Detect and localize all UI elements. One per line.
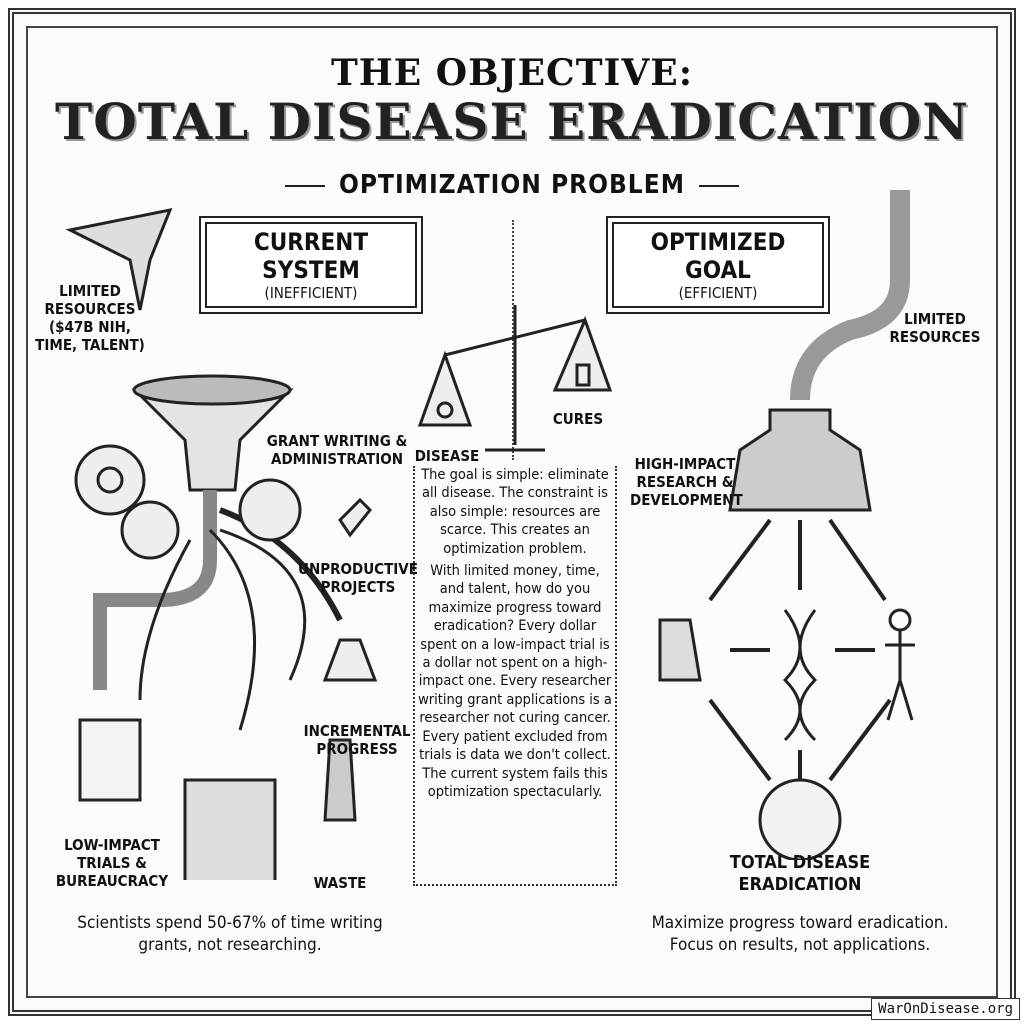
label-high-impact-rd: HIGH-IMPACT RESEARCH & DEVELOPMENT [630,455,743,509]
banner-subtitle: (INEFFICIENT) [264,284,358,302]
label-waste: WASTE [313,874,367,892]
label-low-impact-trials: LOW-IMPACT TRIALS & BUREAUCRACY [55,836,169,890]
explanation-paragraph: The goal is simple: eliminate all diseas… [421,467,609,557]
brand-watermark[interactable]: WarOnDisease.org [871,998,1020,1020]
label-incremental-progress: INCREMENTAL PROGRESS [303,722,411,758]
label-limited-resources: LIMITED RESOURCES ($47B NIH, TIME, TALEN… [35,282,145,354]
label-grant-writing: GRANT WRITING & ADMINISTRATION [266,432,408,468]
current-system-banner: CURRENT SYSTEM (INEFFICIENT) [205,222,417,308]
inefficient-funnel-illustration [65,207,378,880]
ornamental-frame [8,8,1016,1016]
subtitle-text: OPTIMIZATION PROBLEM [339,170,685,200]
explanation-paragraph: With limited money, time, and talent, ho… [418,563,612,800]
explanation-text: The goal is simple: eliminate all diseas… [413,466,617,886]
label-limited-resources-right: LIMITED RESOURCES [889,310,981,346]
label-disease: DISEASE [414,447,480,465]
banner-title: OPTIMIZED GOAL [650,228,786,284]
label-unproductive-projects: UNPRODUCTIVE PROJECTS [298,560,418,596]
label-cures: CURES [552,410,604,428]
divider [512,220,514,460]
inner-border [26,26,998,998]
balance-scale-icon [417,305,613,452]
banner-subtitle: (EFFICIENT) [678,284,758,302]
optimized-goal-banner: OPTIMIZED GOAL (EFFICIENT) [612,222,824,308]
title-line1: THE OBJECTIVE: [331,52,693,94]
banner-title: CURRENT SYSTEM [253,228,369,284]
label-total-eradication: TOTAL DISEASE ERADICATION [729,852,871,895]
left-footer: Scientists spend 50-67% of time writing … [77,913,383,955]
subtitle: OPTIMIZATION PROBLEM [0,170,1024,200]
efficient-pipeline-illustration [658,190,915,860]
right-footer: Maximize progress toward eradication. Fo… [651,913,949,955]
page-title: TOTAL DISEASE ERADICATION [55,92,969,151]
